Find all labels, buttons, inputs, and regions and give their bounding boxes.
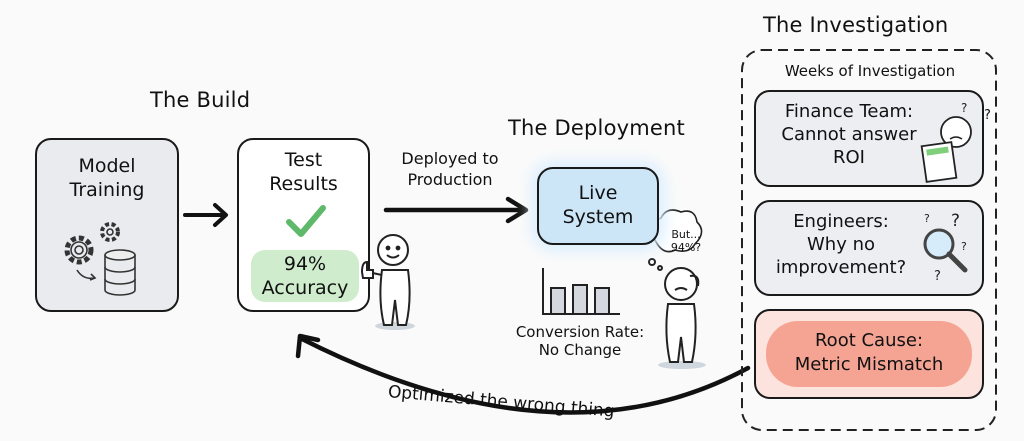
arrow-feedback (297, 335, 751, 415)
svg-text:?: ? (951, 211, 960, 231)
chart-caption: Conversion Rate: No Change (505, 323, 655, 359)
root-cause-line-2: Metric Mismatch (794, 354, 944, 375)
confused-person-icon (648, 258, 706, 369)
engineers-line-1: Engineers: (793, 211, 889, 232)
magnifying-glass-icon: ? ? ? ? (923, 211, 968, 284)
deploy-label-1: Deployed to (401, 149, 499, 168)
deploy-label-2: Production (407, 170, 493, 189)
chart-bar (550, 287, 566, 315)
accuracy-label: Accuracy (261, 277, 349, 299)
engineers-line-3: improvement? (775, 257, 907, 278)
section-title-build: The Build (150, 88, 251, 112)
question-mark-icon: ? (984, 108, 991, 123)
thought-line-1: But... (671, 228, 701, 241)
live-system-box: Live System (537, 167, 659, 245)
finance-line-1: Finance Team: (784, 101, 914, 122)
engineers-box: Engineers: Why no improvement? ? ? ? ? (754, 200, 984, 296)
svg-text:?: ? (961, 240, 967, 253)
root-cause-pill: Root Cause: Metric Mismatch (766, 321, 972, 387)
model-training-label-1: Model (78, 155, 136, 177)
root-cause-line-1: Root Cause: (814, 330, 924, 351)
conversion-rate-chart (542, 268, 620, 315)
chart-bar (572, 284, 588, 315)
finance-line-3: ROI (833, 147, 865, 168)
section-title-deployment: The Deployment (508, 116, 685, 140)
checkmark-icon (286, 205, 326, 237)
gears-database-icon (64, 222, 136, 296)
chart-caption-2: No Change (538, 341, 622, 359)
section-title-investigation: The Investigation (763, 13, 949, 37)
finance-team-box: Finance Team: Cannot answer ROI ? (754, 90, 984, 187)
root-cause-box: Root Cause: Metric Mismatch (754, 309, 984, 399)
accuracy-value: 94% (283, 253, 327, 275)
thought-bubble (651, 209, 703, 253)
engineers-line-2: Why no (806, 234, 875, 255)
thought-text: But... 94%? (660, 228, 712, 254)
chart-caption-1: Conversion Rate: (515, 323, 645, 341)
svg-text:?: ? (934, 269, 941, 284)
happy-person-icon (360, 234, 415, 330)
test-results-label-2: Results (269, 173, 338, 195)
live-system-label-2: System (562, 206, 634, 228)
model-training-label-2: Training (69, 179, 145, 201)
investigation-group-border (741, 49, 997, 431)
finance-line-2: Cannot answer (781, 124, 917, 145)
worried-calculator-person-icon: ? (920, 101, 972, 183)
test-results-label-1: Test (284, 149, 323, 171)
thought-line-2: 94%? (670, 241, 702, 254)
test-results-box: Test Results 94% Accuracy (237, 138, 370, 312)
deploy-arrow-label: Deployed to Production (390, 148, 510, 190)
investigation-group-label: Weeks of Investigation (784, 62, 956, 80)
chart-bar (594, 287, 610, 315)
svg-text:?: ? (924, 212, 930, 225)
live-system-label-1: Live (578, 182, 618, 204)
accuracy-badge: 94% Accuracy (251, 250, 359, 302)
svg-text:?: ? (961, 101, 967, 115)
model-training-box: Model Training (35, 138, 179, 312)
